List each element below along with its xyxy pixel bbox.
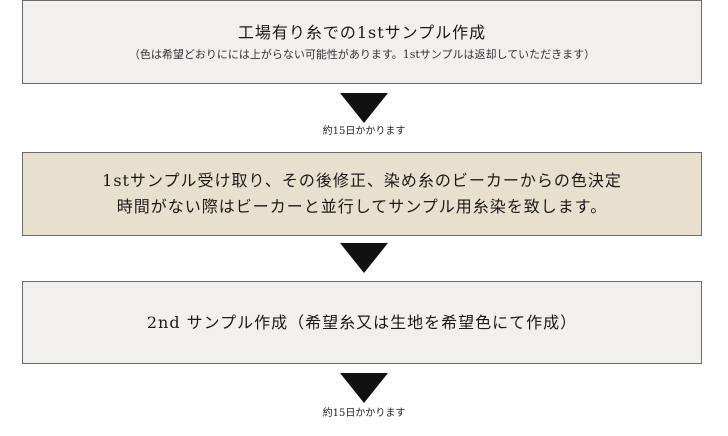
step-box-1: 工場有り糸での1stサンプル作成 （色は希望どおりにには上がらない可能性がありま… <box>22 0 702 84</box>
down-arrow-icon <box>340 93 388 123</box>
step-1-note: （色は希望どおりにには上がらない可能性があります。1stサンプルは返却していただ… <box>128 48 596 61</box>
step-box-3: 2nd サンプル作成（希望糸又は生地を希望色にて作成） <box>22 281 702 364</box>
step-2-line-2: 時間がない際はビーカーと並行してサンプル用糸染を致します。 <box>116 197 608 216</box>
step-3-title: 2nd サンプル作成（希望糸又は生地を希望色にて作成） <box>146 312 578 332</box>
duration-caption-1: 約15日かかります <box>322 126 406 137</box>
step-1-title: 工場有り糸での1stサンプル作成 <box>237 23 487 42</box>
down-arrow-icon <box>340 373 388 403</box>
step-2-line-1: 1stサンプル受け取り、その後修正、染め糸のビーカーからの色決定 <box>102 171 622 190</box>
step-box-2: 1stサンプル受け取り、その後修正、染め糸のビーカーからの色決定 時間がない際は… <box>22 152 702 236</box>
duration-caption-2: 約15日かかります <box>322 408 406 419</box>
down-arrow-icon <box>340 243 388 273</box>
